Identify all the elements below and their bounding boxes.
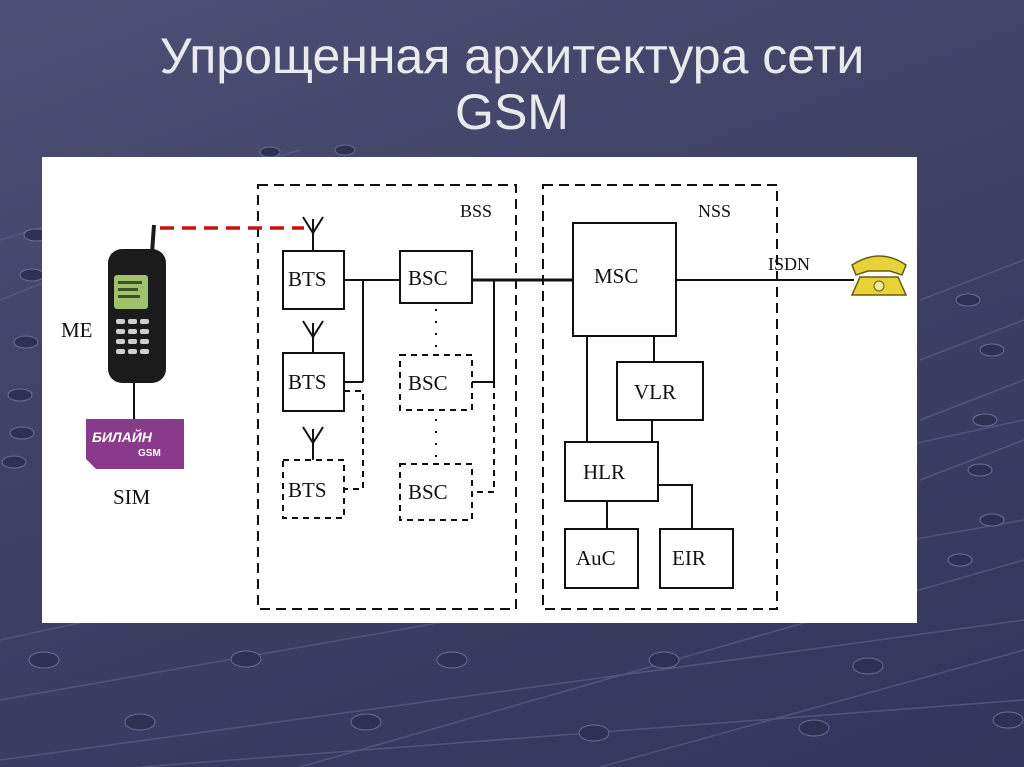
bss-group-label: BSS: [460, 201, 492, 221]
slide-title-line-1: Упрощенная архитектура сети: [159, 28, 865, 84]
slide-title: Упрощенная архитектура сети GSM: [0, 28, 1024, 140]
vlr-label: VLR: [634, 380, 676, 404]
bts-label-3: BTS: [288, 478, 327, 502]
sim-card-brand: БИЛАЙН: [92, 428, 153, 445]
gsm-architecture-diagram: BSS NSS БИЛАЙН GSM ME SIM: [61, 184, 908, 610]
antenna-icon: [302, 426, 324, 460]
me-label: ME: [61, 318, 93, 342]
hlr-box: [564, 441, 659, 502]
msc-box: [572, 222, 677, 337]
bsc-label-2: BSC: [408, 371, 448, 395]
auc-box: [564, 528, 639, 589]
isdn-label: ISDN: [768, 254, 810, 274]
sim-card-icon: БИЛАЙН GSM: [86, 419, 184, 469]
bts-box-1: [282, 250, 345, 310]
bts-label-1: BTS: [288, 267, 327, 291]
bss-group-border: [257, 184, 517, 610]
nss-group-border: [542, 184, 778, 610]
slide-title-line-2: GSM: [455, 84, 569, 140]
sim-card-gsm: GSM: [138, 448, 161, 459]
nss-group-label: NSS: [698, 201, 731, 221]
bts-box-2: [282, 352, 345, 412]
antenna-icon: [302, 216, 324, 251]
bsc-label-1: BSC: [408, 266, 448, 290]
antenna-icon: [302, 320, 324, 353]
auc-label: AuC: [576, 546, 616, 570]
nss-links: [586, 336, 693, 529]
sim-label: SIM: [113, 485, 151, 509]
bsc-msc-links: [472, 278, 573, 493]
bsc-box-3: [399, 463, 473, 521]
bsc-box-1: [399, 250, 473, 304]
bts-label-2: BTS: [288, 370, 327, 394]
bts-bsc-links: [344, 279, 400, 490]
diagram-panel: BSS NSS БИЛАЙН GSM ME SIM: [42, 157, 917, 623]
eir-box: [659, 528, 734, 589]
telephone-icon: [850, 255, 908, 296]
eir-label: EIR: [672, 546, 706, 570]
mobile-phone-icon: [108, 224, 166, 383]
msc-label: MSC: [594, 264, 638, 288]
bsc-label-3: BSC: [408, 480, 448, 504]
vlr-box: [616, 361, 704, 421]
hlr-label: HLR: [583, 460, 625, 484]
